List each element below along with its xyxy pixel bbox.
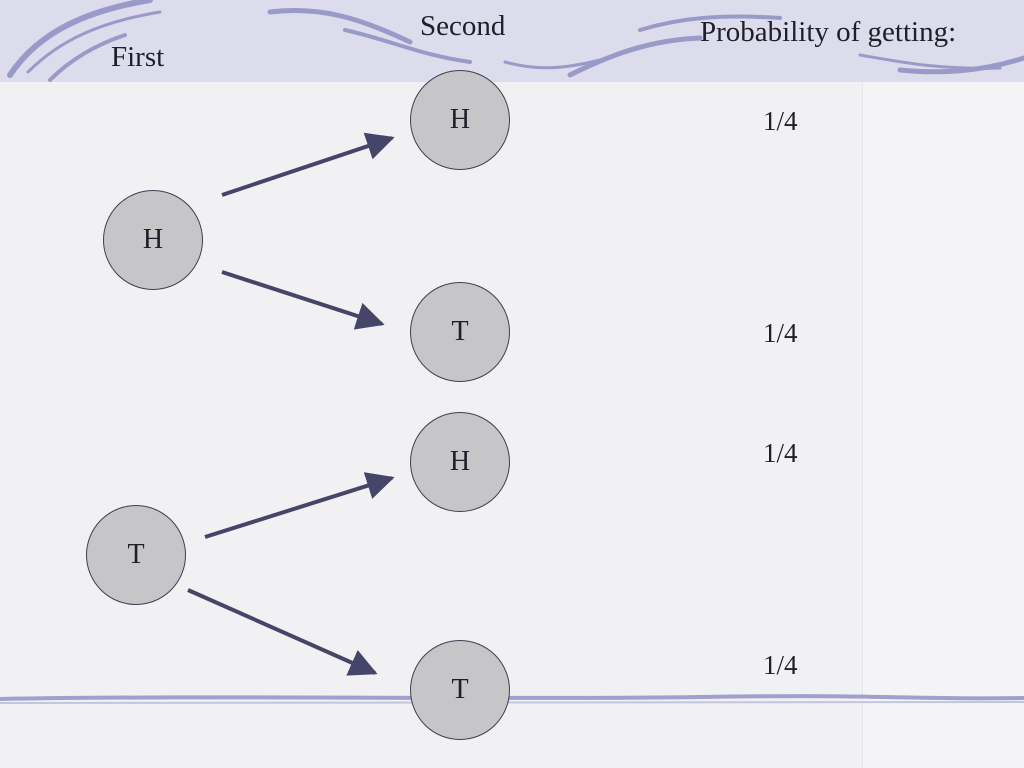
- arrow-t-to-h: [204, 472, 395, 539]
- bottom-rule: [0, 694, 1024, 701]
- decor-swirl: [343, 28, 472, 64]
- probability-tt: 1/4: [763, 650, 798, 680]
- header-band: [0, 0, 1024, 82]
- column-header-first: First: [111, 41, 165, 73]
- decor-swirl: [48, 33, 127, 82]
- decor-swirl: [503, 58, 602, 70]
- probability-ht: 1/4: [763, 318, 798, 348]
- decor-swirl: [267, 7, 413, 45]
- node-first-tails: T: [86, 505, 186, 605]
- arrow-t-to-t: [187, 588, 378, 676]
- probability-hh: 1/4: [763, 106, 798, 136]
- arrow-h-to-t: [221, 270, 385, 330]
- column-header-probability: Probability of getting:: [700, 16, 957, 48]
- node-second-heads-after-heads: H: [410, 70, 510, 170]
- node-second-tails-after-tails: T: [410, 640, 510, 740]
- column-header-second: Second: [420, 10, 506, 42]
- node-first-heads: H: [103, 190, 203, 290]
- decor-swirl: [567, 35, 703, 78]
- node-second-heads-after-tails: H: [410, 412, 510, 512]
- decor-swirl: [7, 0, 153, 78]
- decor-swirl: [897, 55, 1024, 75]
- probability-th: 1/4: [763, 438, 798, 468]
- right-panel: [862, 82, 1024, 768]
- node-second-tails-after-heads: T: [410, 282, 510, 382]
- arrow-h-to-h: [221, 132, 395, 197]
- decor-swirl: [638, 14, 782, 32]
- decor-swirl: [26, 10, 162, 74]
